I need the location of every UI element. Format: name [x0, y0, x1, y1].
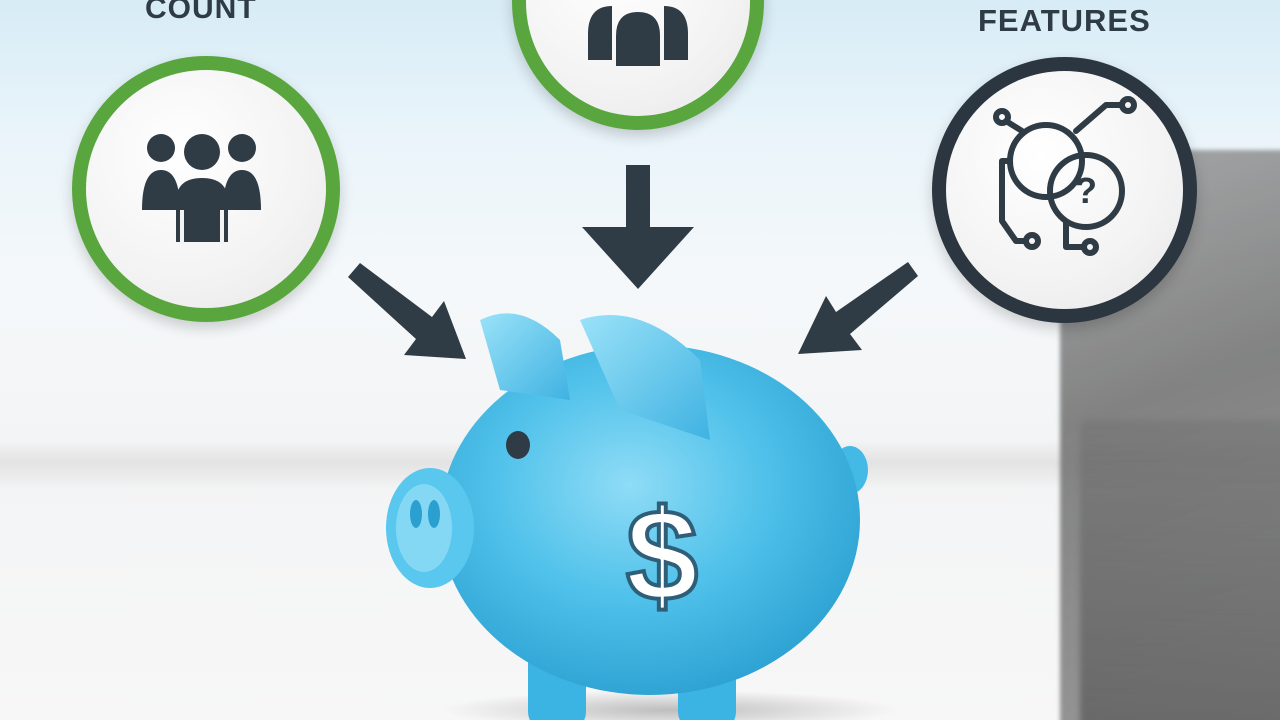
left-arrow-icon: [348, 263, 466, 359]
right-arrow-icon: [798, 262, 918, 354]
question-mark: ?: [1075, 170, 1097, 211]
down-arrow-icon: [582, 165, 694, 289]
pig-snout-face: [396, 484, 452, 572]
dollar-sign-icon: $: [626, 482, 698, 628]
pig-ear-right: [580, 315, 710, 440]
piggy-bank-icon: $: [386, 313, 868, 720]
top-circle: [512, 0, 764, 130]
user-icon: [588, 6, 688, 66]
pig-eye: [506, 431, 530, 459]
piggy-shadow: [440, 690, 900, 720]
count-label: COUNT: [145, 0, 257, 25]
features-label: FEATURES: [978, 3, 1151, 38]
users-group-icon: [142, 134, 261, 244]
circuit-question-icon: ?: [993, 96, 1137, 256]
pig-ear-left: [480, 313, 570, 400]
features-circle: ?: [932, 57, 1197, 323]
user-count-circle: [72, 56, 340, 322]
laptop-shadow: [1080, 420, 1280, 720]
pig-body: [440, 345, 860, 695]
